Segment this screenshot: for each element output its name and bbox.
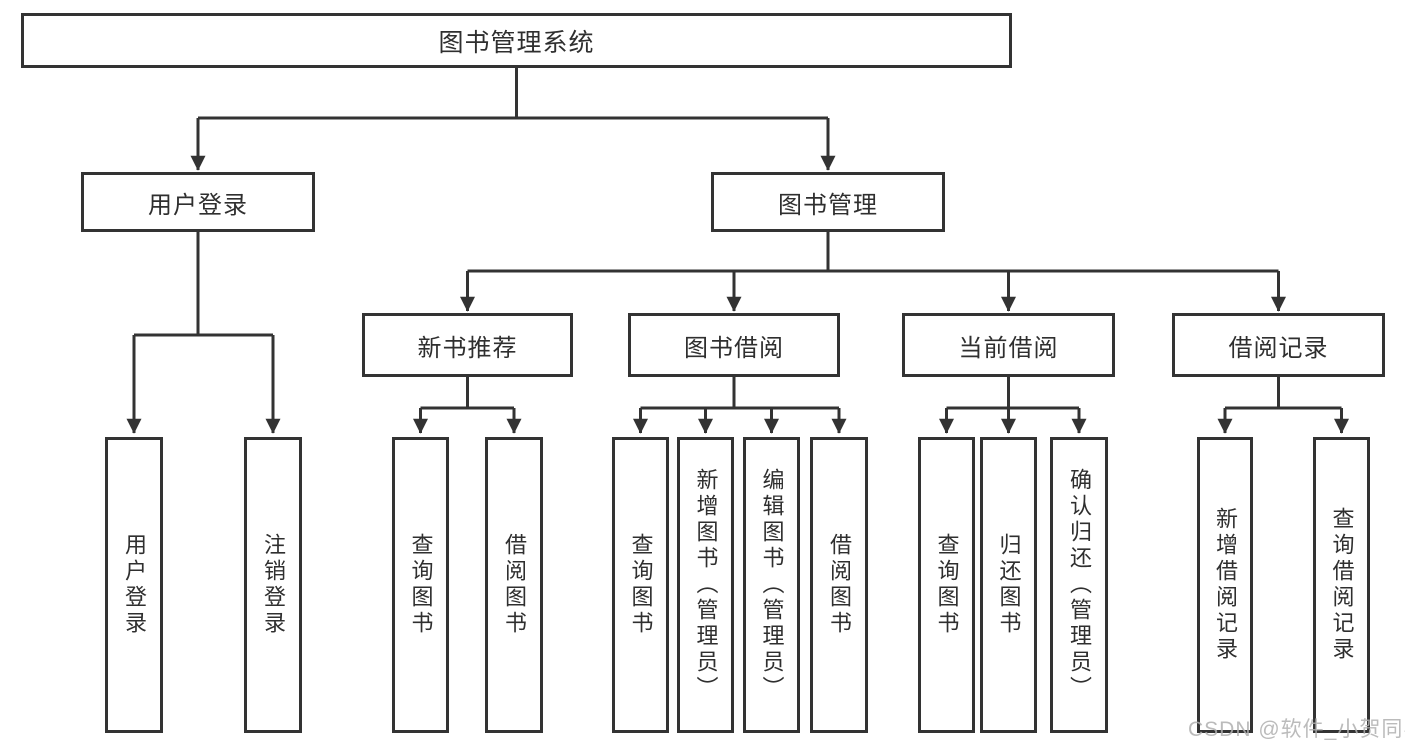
node-borrowing-records: 借阅记录 (1172, 313, 1385, 377)
leaf-query-borrow-record: 查询借阅记录 (1313, 437, 1370, 733)
csdn-watermark: CSDN @软件_小贺同学 (1188, 718, 1405, 741)
node-new-book-recommendation: 新书推荐 (362, 313, 573, 377)
leaf-add-borrow-record: 新增借阅记录 (1197, 437, 1253, 733)
leaf-query-books: 查询图书 (392, 437, 449, 733)
node-book-borrowing: 图书借阅 (628, 313, 840, 377)
leaf-query-books: 查询图书 (918, 437, 975, 733)
leaf-logout: 注销登录 (244, 437, 302, 733)
node-current-borrowing: 当前借阅 (902, 313, 1115, 377)
node-book-management-branch: 图书管理 (711, 172, 945, 232)
node-library-management-system: 图书管理系统 (21, 13, 1012, 68)
leaf-add-books-admin: 新增图书（管理员） (677, 437, 734, 733)
leaf-borrow-books: 借阅图书 (810, 437, 868, 733)
leaf-edit-books-admin: 编辑图书（管理员） (743, 437, 800, 733)
leaf-confirm-return-admin: 确认归还（管理员） (1050, 437, 1108, 733)
leaf-query-books: 查询图书 (612, 437, 669, 733)
node-user-login-branch: 用户登录 (81, 172, 315, 232)
leaf-borrow-books: 借阅图书 (485, 437, 543, 733)
leaf-return-books: 归还图书 (980, 437, 1037, 733)
leaf-user-login: 用户登录 (105, 437, 163, 733)
